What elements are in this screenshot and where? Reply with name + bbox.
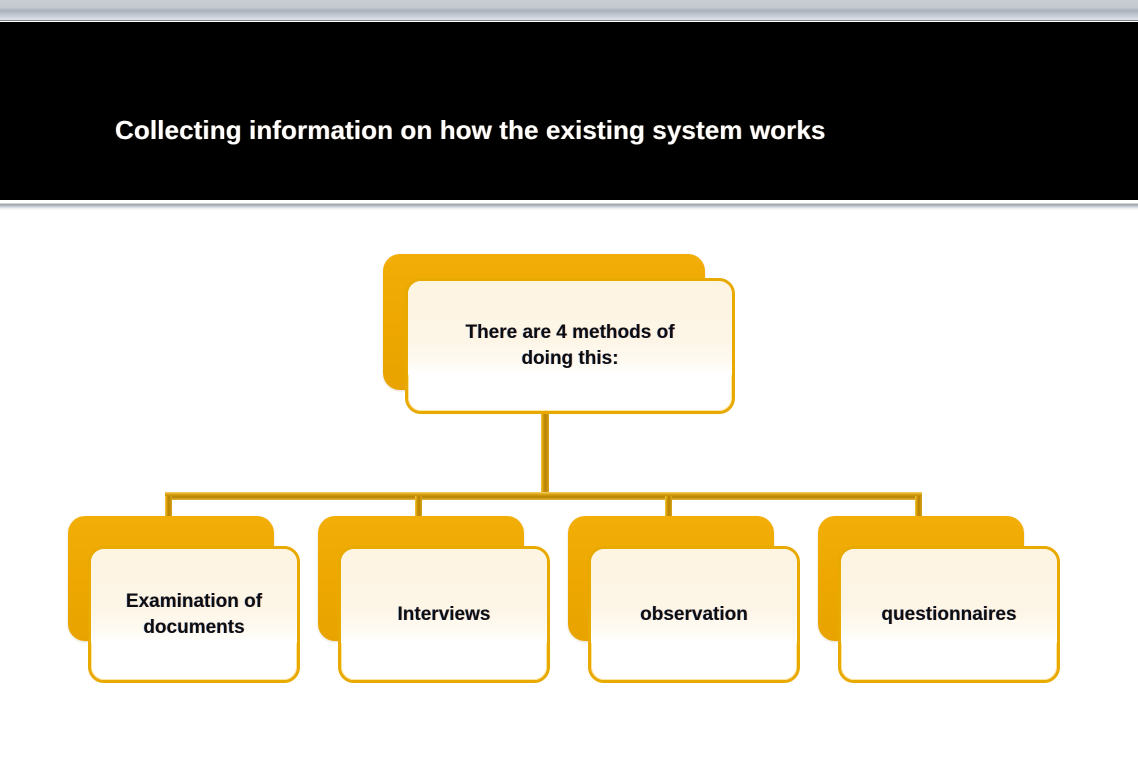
- node-child-1[interactable]: Examination of documents: [68, 516, 300, 683]
- connector-drop-2: [415, 496, 422, 520]
- node-child-3-label: observation: [640, 603, 748, 625]
- connector-bus: [165, 492, 922, 500]
- node-child-1-label: Examination of documents: [125, 590, 263, 638]
- node-root-label: There are 4 methods of doing this:: [465, 322, 675, 369]
- window-top-strip: [0, 0, 1138, 21]
- node-child-3-card[interactable]: observation: [588, 546, 800, 683]
- connector-drop-3: [665, 496, 672, 520]
- node-child-2-label: Interviews: [397, 603, 491, 625]
- connector-stem-root: [541, 404, 549, 496]
- title-banner: Collecting information on how the existi…: [0, 22, 1138, 200]
- connector-drop-1: [165, 496, 172, 520]
- node-child-4-card[interactable]: questionnaires: [838, 546, 1060, 683]
- slide-title: Collecting information on how the existi…: [115, 115, 826, 145]
- node-child-4[interactable]: questionnaires: [818, 516, 1060, 683]
- node-child-2[interactable]: Interviews: [318, 516, 550, 683]
- connector-drop-4: [915, 496, 922, 520]
- node-child-4-label: questionnaires: [881, 603, 1017, 625]
- node-child-3[interactable]: observation: [568, 516, 800, 683]
- node-root-card[interactable]: There are 4 methods of doing this:: [405, 278, 735, 414]
- node-child-1-card[interactable]: Examination of documents: [88, 546, 300, 683]
- node-child-2-card[interactable]: Interviews: [338, 546, 550, 683]
- node-root[interactable]: There are 4 methods of doing this:: [383, 254, 735, 414]
- banner-divider-rule: [0, 201, 1138, 210]
- org-chart-diagram: There are 4 methods of doing this: Exami…: [0, 210, 1138, 769]
